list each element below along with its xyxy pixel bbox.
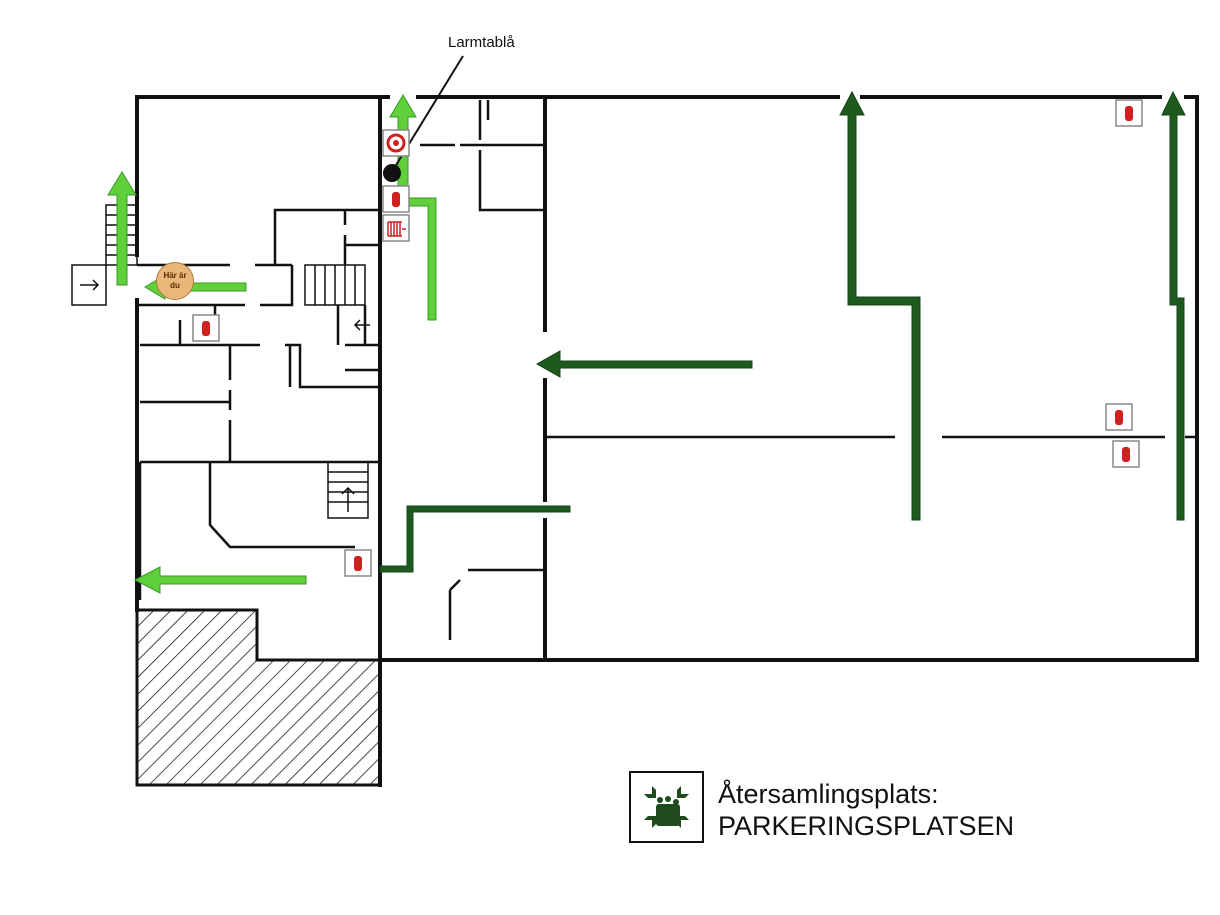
assembly-title: Återsamlingsplats:: [718, 779, 939, 809]
assembly-place: PARKERINGSPLATSEN: [718, 811, 1015, 841]
exit-arrow: [107, 171, 137, 286]
you-are-here-line1: Här är: [163, 271, 187, 280]
exit-arrow: [407, 197, 437, 321]
interior-walls: [137, 100, 545, 640]
assembly-point-label: Återsamlingsplats: PARKERINGSPLATSEN: [718, 778, 1014, 842]
fire-hose-icon: [382, 214, 410, 242]
fire-extinguisher-icon: [1105, 403, 1133, 431]
fire-extinguisher-icon: [344, 549, 372, 577]
exit-arrow: [1161, 90, 1186, 521]
assembly-point-icon: [629, 771, 704, 843]
fire-alarm-button-icon: [382, 129, 410, 157]
exit-arrow: [379, 505, 571, 573]
exit-arrows-dark: [379, 90, 1186, 573]
fire-extinguisher-icon: [1112, 440, 1140, 468]
hatched-area: [135, 608, 382, 787]
exit-arrow: [133, 566, 307, 594]
you-are-here-marker: Här är du: [156, 262, 194, 300]
exit-arrow: [535, 350, 753, 378]
fire-extinguisher-icon: [1115, 99, 1143, 127]
you-are-here-line2: du: [170, 281, 180, 290]
fire-extinguisher-icon: [382, 185, 410, 213]
fire-extinguisher-icon: [192, 314, 220, 342]
alarm-panel-label: Larmtablå: [448, 34, 515, 51]
alarm-panel-marker: [383, 164, 401, 182]
exit-arrow: [839, 90, 921, 521]
